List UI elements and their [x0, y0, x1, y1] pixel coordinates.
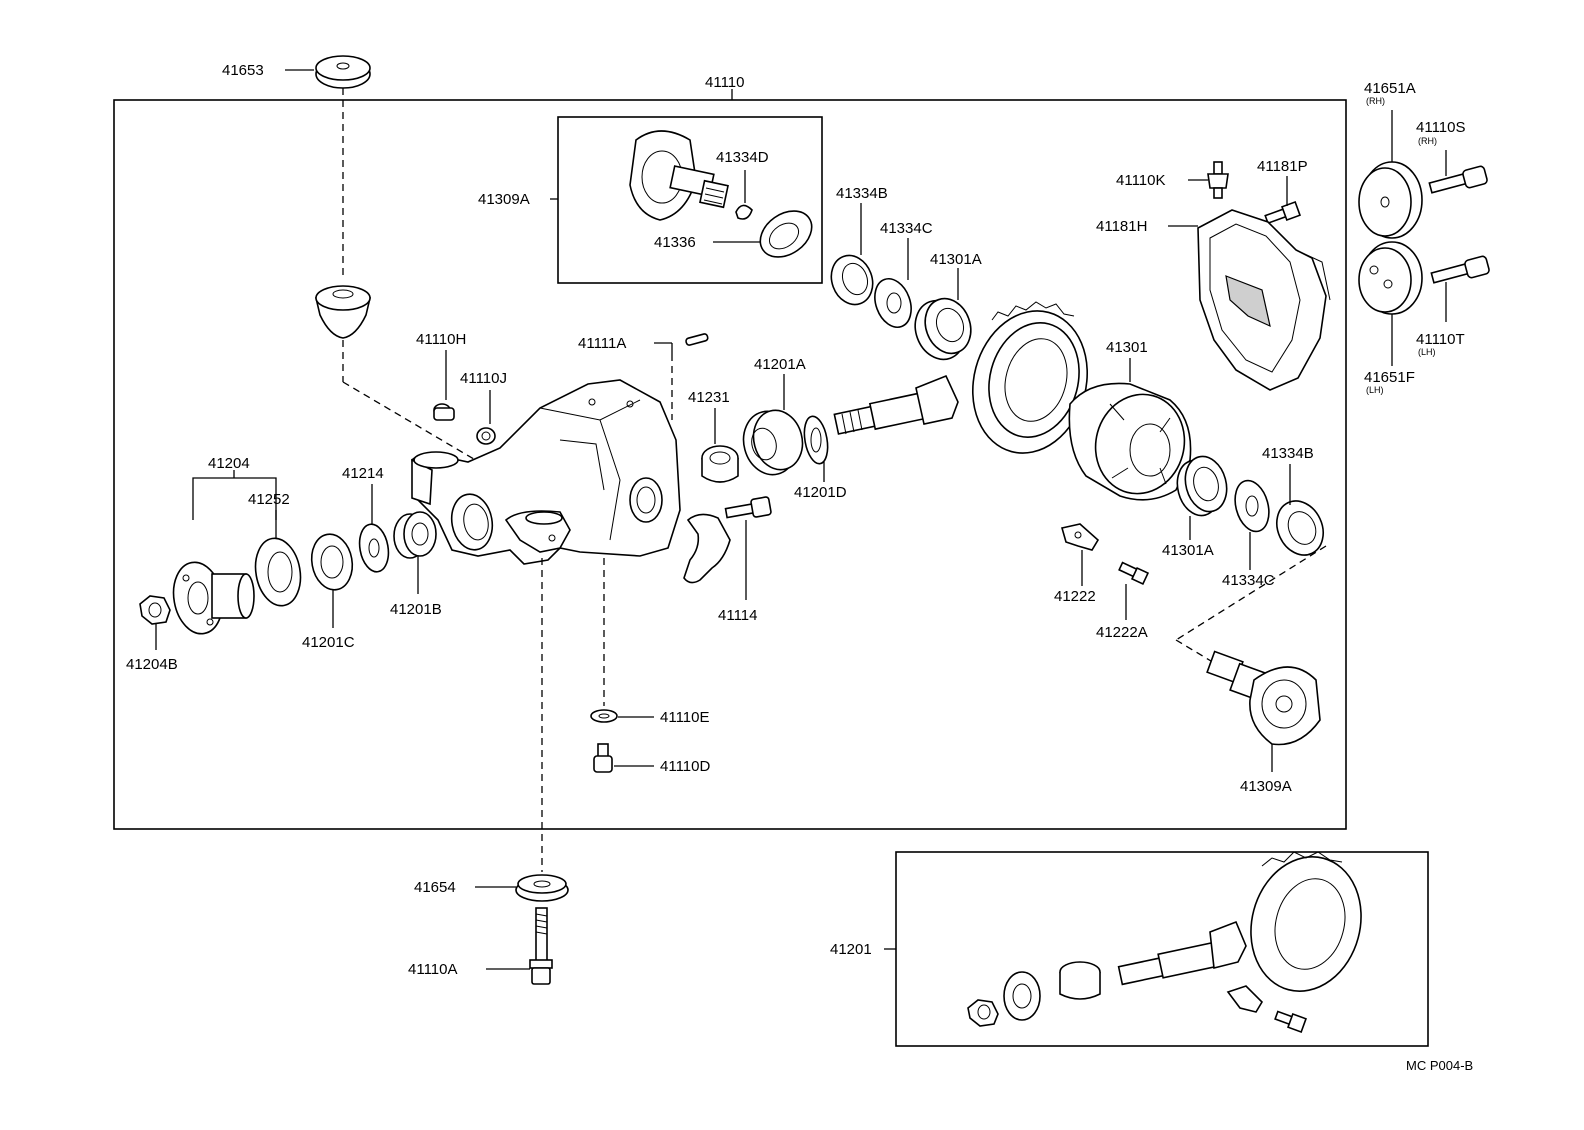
- pin-41111A: [685, 333, 709, 346]
- label-41309A-bottom: 41309A: [1240, 778, 1292, 795]
- bearing-41301A-right: [1176, 455, 1228, 517]
- subassembly-41309A-box: [557, 116, 823, 284]
- cap-41651F: [1358, 241, 1423, 315]
- kit-bolt: [1274, 1010, 1307, 1033]
- plug-41110D: [593, 743, 613, 773]
- bearing-41201A: [742, 409, 804, 476]
- differential-cover-41181H: [1197, 209, 1331, 391]
- label-41222: 41222: [1054, 588, 1096, 605]
- kit-spacer: [1059, 961, 1101, 1000]
- label-41334C-right: 41334C: [1222, 572, 1275, 589]
- label-41110H: 41110H: [416, 331, 466, 348]
- companion-flange-41204: [172, 561, 255, 635]
- label-41204: 41204: [208, 455, 250, 472]
- bolt-41110S: [1428, 165, 1488, 194]
- bearing-cap: [683, 513, 731, 584]
- label-41110T: 41110T: [1416, 331, 1465, 348]
- label-41222A: 41222A: [1096, 624, 1148, 641]
- label-41110A: 41110A: [408, 961, 458, 978]
- gasket-41110J: [476, 427, 496, 445]
- cushion-41654: [515, 874, 569, 902]
- label-41336: 41336: [654, 234, 696, 251]
- label-41201C: 41201C: [302, 634, 355, 651]
- label-41110S: 41110S: [1416, 119, 1466, 136]
- mount-bushing: [314, 285, 372, 339]
- ring-gear: [971, 301, 1089, 454]
- label-41651A: 41651A: [1364, 80, 1416, 97]
- kit-bearing: [1003, 971, 1041, 1021]
- nut-41204B: [139, 595, 171, 625]
- label-41204B: 41204B: [126, 656, 178, 673]
- label-41111A: 41111A: [578, 335, 626, 352]
- label-41214: 41214: [342, 465, 384, 482]
- label-41110K: 41110K: [1116, 172, 1166, 189]
- kit-nut: [967, 999, 999, 1027]
- label-41110J: 41110J: [460, 370, 507, 387]
- shim-41334C-top: [874, 277, 912, 329]
- bearing-41334B-right: [1276, 500, 1324, 556]
- lock-41222: [1060, 523, 1100, 551]
- bearing-41301A-top: [914, 297, 972, 361]
- label-41334D: 41334D: [716, 149, 769, 166]
- oil-slinger-41214: [358, 523, 390, 573]
- kit-pinion: [1117, 920, 1247, 986]
- label-41201B: 41201B: [390, 601, 442, 618]
- label-41651F-sub: (LH): [1366, 385, 1384, 395]
- bearing-41334B-top: [830, 254, 874, 306]
- assembly-41110-box: [113, 99, 1347, 830]
- label-41201: 41201: [830, 941, 872, 958]
- kit-lock: [1226, 985, 1264, 1013]
- washer-41201D: [803, 415, 829, 465]
- snap-ring-41334D: [735, 204, 753, 220]
- label-41301: 41301: [1106, 339, 1148, 356]
- label-41252: 41252: [248, 491, 290, 508]
- bolt-41181P: [1264, 201, 1301, 225]
- side-gear-shaft-41309A-bottom: [1206, 650, 1321, 746]
- bolt-41222A: [1118, 561, 1150, 586]
- shim-41334C-right: [1234, 479, 1270, 533]
- label-41110T-sub: (LH): [1418, 347, 1436, 357]
- label-41231: 41231: [688, 389, 730, 406]
- label-41651A-sub: (RH): [1366, 96, 1385, 106]
- label-41110S-sub: (RH): [1418, 136, 1437, 146]
- label-41334B-right: 41334B: [1262, 445, 1314, 462]
- bolt-41114: [724, 496, 772, 519]
- label-41110D: 41110D: [660, 758, 710, 775]
- label-41651F: 41651F: [1364, 369, 1415, 386]
- bearing-41201B: [393, 511, 437, 559]
- label-41654: 41654: [414, 879, 456, 896]
- label-41309A-top: 41309A: [478, 191, 530, 208]
- oil-seal-41336: [759, 210, 813, 258]
- label-41110E: 41110E: [660, 709, 710, 726]
- plug-41110H: [433, 403, 455, 421]
- label-41110: 41110: [705, 74, 745, 91]
- label-41301A-top: 41301A: [930, 251, 982, 268]
- cap-41651A: [1358, 161, 1423, 239]
- label-41334C-top: 41334C: [880, 220, 933, 237]
- drive-pinion: [833, 374, 959, 435]
- label-41181P: 41181P: [1257, 158, 1308, 175]
- bolt-41110A: [529, 907, 553, 985]
- dust-deflector-41252: [254, 537, 302, 607]
- label-41181H: 41181H: [1096, 218, 1147, 235]
- differential-carrier-housing: [411, 379, 681, 565]
- spacer-41231: [701, 445, 739, 483]
- bolt-41110T: [1430, 255, 1490, 284]
- label-41201D: 41201D: [794, 484, 847, 501]
- breather-41110K: [1207, 161, 1229, 199]
- cushion-41653: [315, 55, 371, 89]
- gasket-41110E: [590, 709, 618, 723]
- label-41334B-top: 41334B: [836, 185, 888, 202]
- side-gear-shaft-41309A-top: [629, 130, 729, 221]
- label-41301A-right: 41301A: [1162, 542, 1214, 559]
- oil-seal-41201C: [310, 533, 354, 591]
- label-41201A: 41201A: [754, 356, 806, 373]
- label-41114: 41114: [718, 607, 758, 624]
- reference-code: MC P004-B: [1406, 1058, 1473, 1073]
- label-41653: 41653: [222, 62, 264, 79]
- kit-ring-gear: [1250, 851, 1362, 992]
- differential-case-41301: [1068, 382, 1192, 501]
